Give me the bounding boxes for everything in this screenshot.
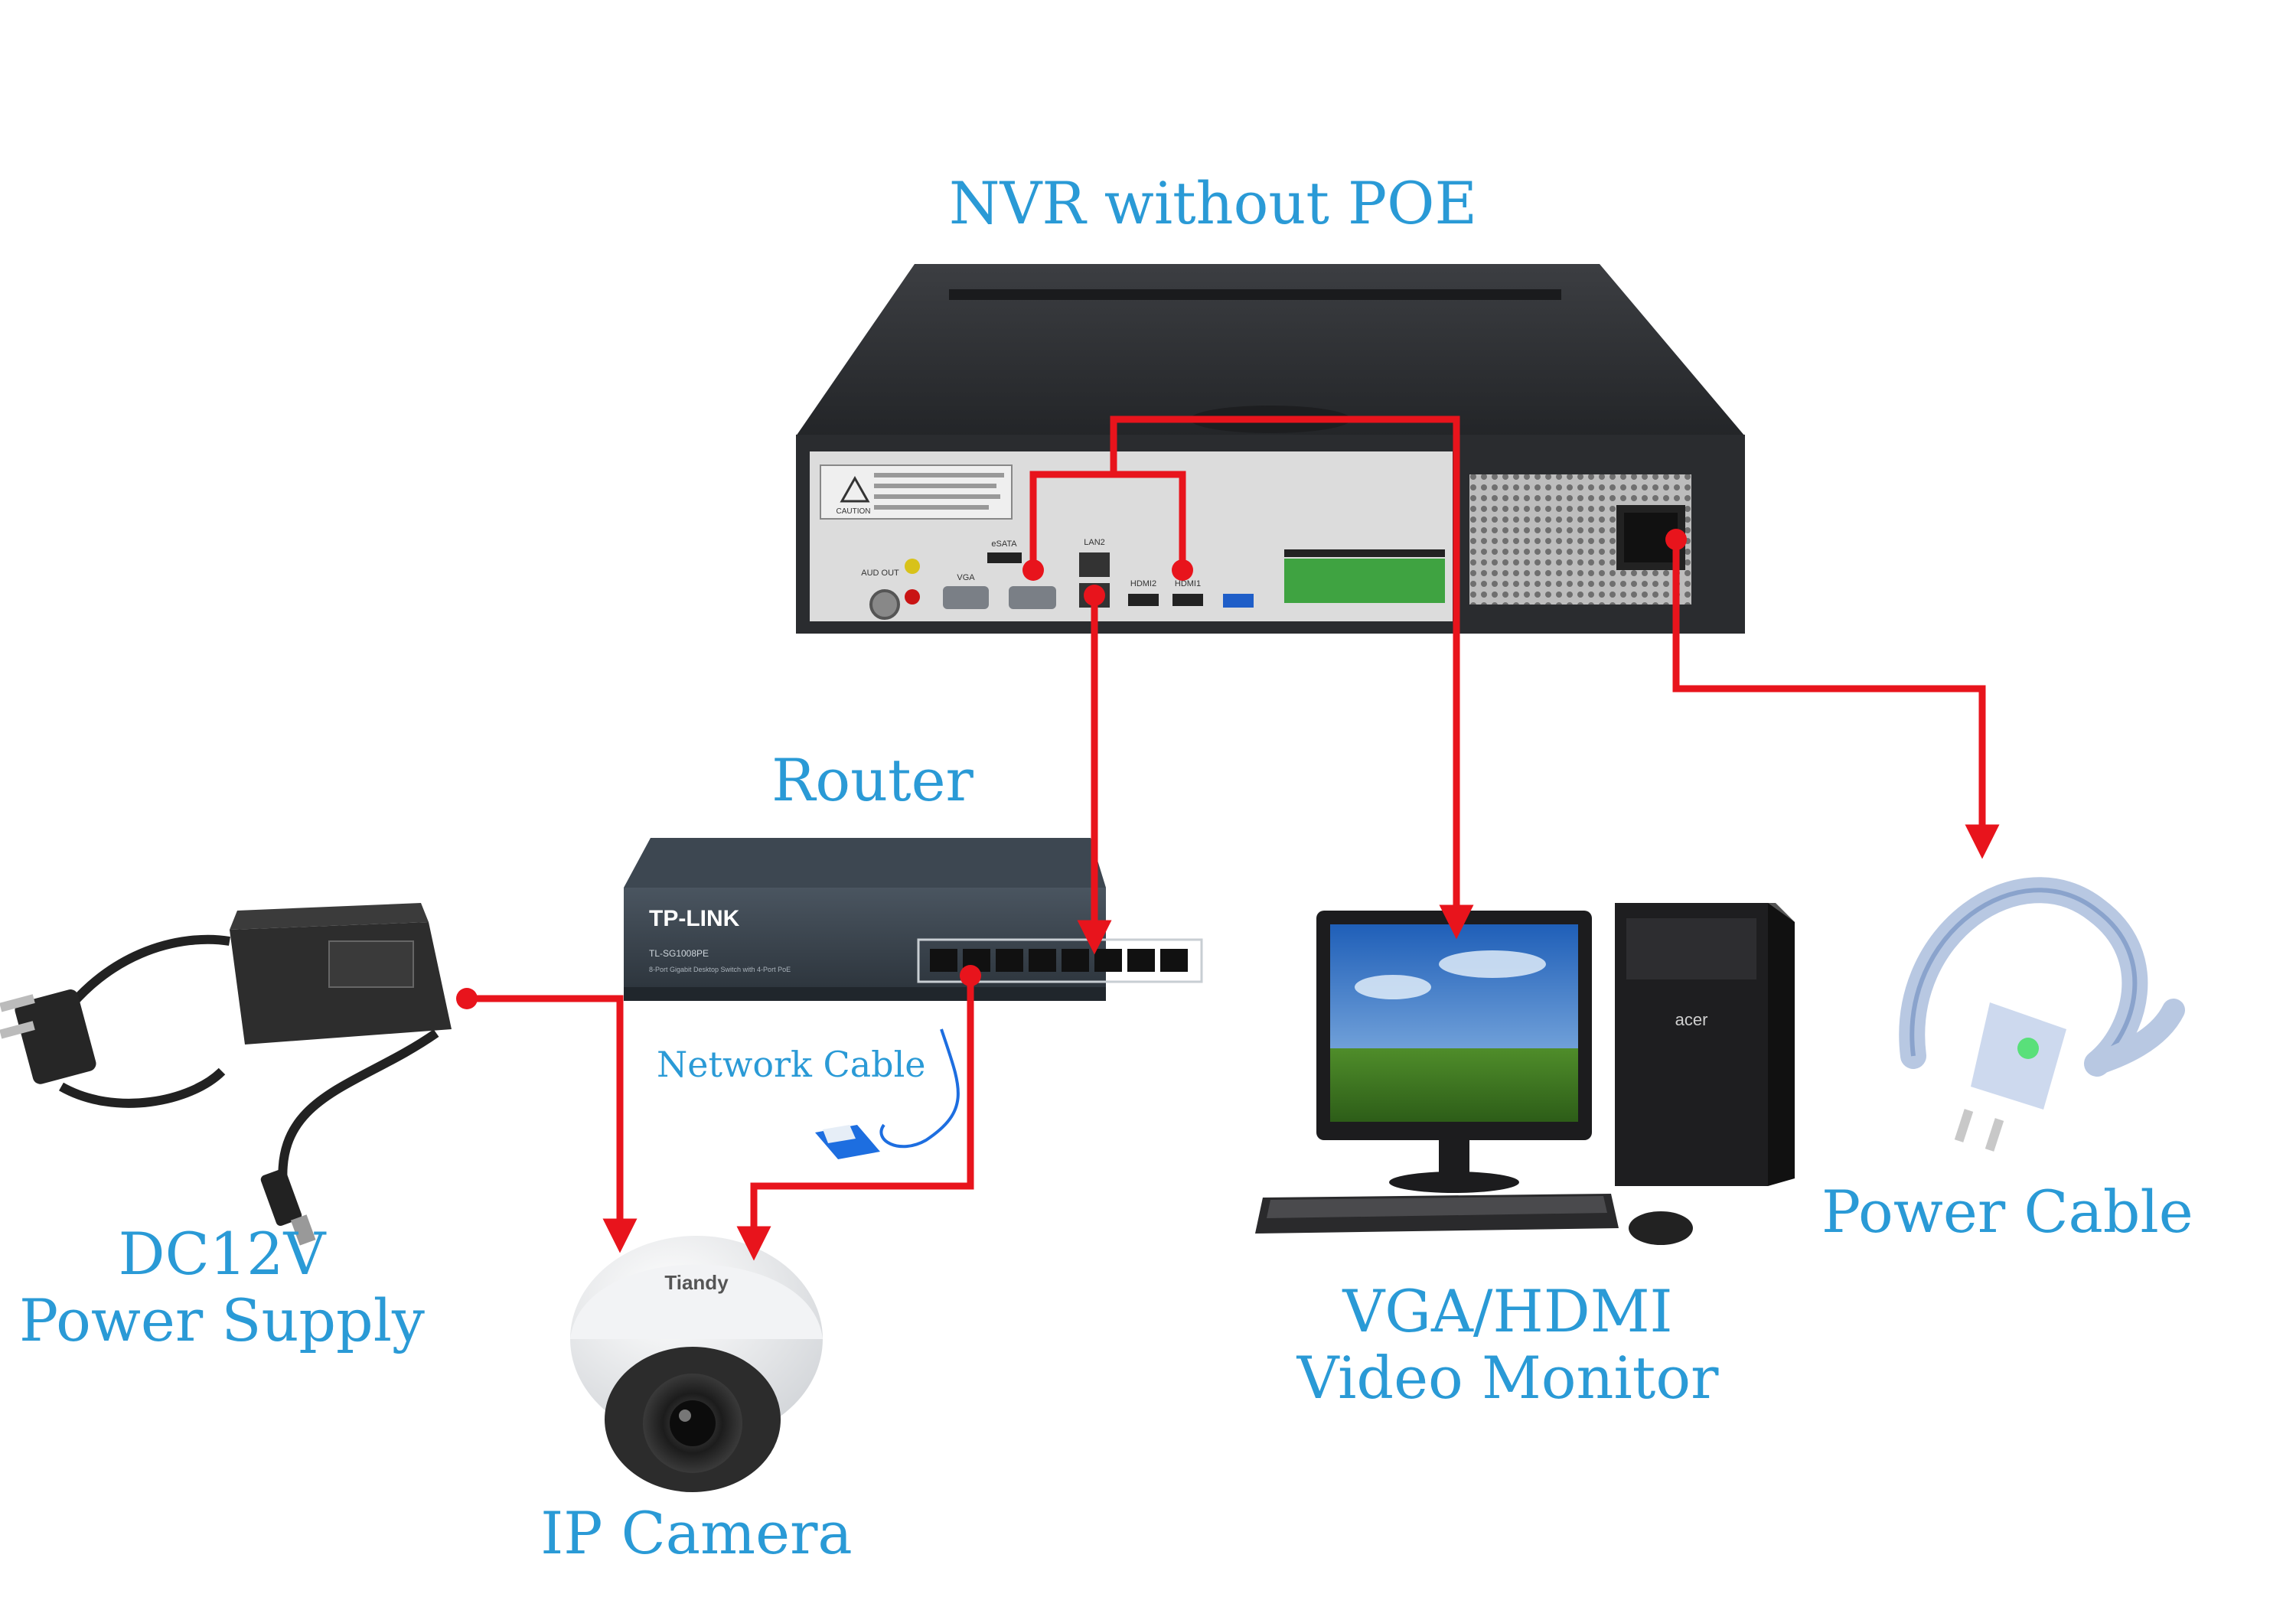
power-cable-label: Power Cable	[1821, 1178, 2193, 1246]
dc-power-supply-label-line1: DC12V	[118, 1220, 326, 1288]
lan-port-dot	[1084, 585, 1105, 606]
nvr-to-monitor-line	[1110, 416, 1474, 940]
router-device: TP-LINK TL-SG1008PE 8-Port Gigabit Deskt…	[624, 838, 1203, 1001]
camera-brand-text: Tiandy	[664, 1271, 729, 1294]
usb-port	[1223, 594, 1254, 608]
hdmi1-port	[1172, 594, 1203, 606]
network-cable-illustration	[815, 1028, 960, 1159]
nvr-device: CAUTION AUD OUT VGA eSATA LAN2 HDMI2 HDM…	[796, 264, 1745, 634]
audio-port	[905, 559, 920, 574]
ip-camera-illustration: Tiandy	[570, 1236, 823, 1492]
hdmi2-port	[1128, 594, 1159, 606]
nvr-power-to-cable-line	[1672, 539, 2000, 859]
pc-tower-illustration: acer	[1615, 903, 1795, 1186]
dc-power-to-camera-line	[467, 995, 638, 1253]
bnc-port	[869, 589, 900, 620]
router-to-camera-line	[736, 979, 974, 1261]
nvr-port-lan-label: LAN2	[1084, 538, 1105, 547]
router-model-text: TL-SG1008PE	[649, 948, 709, 959]
terminal-block	[1284, 559, 1445, 603]
video-monitor-label-line2: Video Monitor	[1296, 1344, 1719, 1413]
connection-lines	[467, 416, 2000, 1261]
video-monitor-label-line1: VGA/HDMI	[1342, 1277, 1673, 1345]
nvr-warning-text: CAUTION	[837, 507, 871, 516]
router-desc-text: 8-Port Gigabit Desktop Switch with 4-Por…	[649, 966, 791, 973]
lan1-port	[1079, 552, 1110, 577]
power-cable-illustration	[1899, 877, 2185, 1152]
router-brand-text: TP-LINK	[649, 906, 740, 931]
dc-power-supply-label-line2: Power Supply	[19, 1286, 425, 1355]
ip-camera-label: IP Camera	[540, 1499, 853, 1567]
vga-port-dot	[1022, 559, 1044, 581]
dc-power-supply-label: DC12V Power Supply	[15, 1221, 429, 1354]
nvr-port-hdmi1-label: HDMI1	[1175, 579, 1201, 588]
pc-brand-text: acer	[1675, 1010, 1708, 1029]
power-port-dot	[1665, 529, 1687, 550]
nvr-port-audio-label: AUD OUT	[861, 569, 899, 578]
nvr-port-esata-label: eSATA	[991, 539, 1017, 549]
monitor-illustration	[1255, 911, 1693, 1245]
hdmi-port-dot	[1172, 559, 1193, 581]
router-label: Router	[771, 746, 974, 814]
vga2-port	[943, 586, 989, 609]
network-cable-label: Network Cable	[657, 1044, 926, 1085]
dc-power-dot	[456, 988, 478, 1009]
video-monitor-label: VGA/HDMI Video Monitor	[1293, 1278, 1722, 1412]
dc-power-supply-illustration	[0, 903, 452, 1246]
vga-port	[1009, 586, 1056, 609]
connection-dots	[456, 529, 1687, 1009]
nvr-port-vga-label: VGA	[957, 573, 975, 582]
esata-port	[987, 552, 1022, 563]
nvr-label: NVR without POE	[949, 169, 1477, 237]
vga-hdmi-bracket-line	[1029, 471, 1186, 570]
audio-out-port	[905, 589, 920, 605]
router-port-dot	[960, 965, 981, 986]
nvr-port-hdmi2-label: HDMI2	[1130, 579, 1156, 588]
